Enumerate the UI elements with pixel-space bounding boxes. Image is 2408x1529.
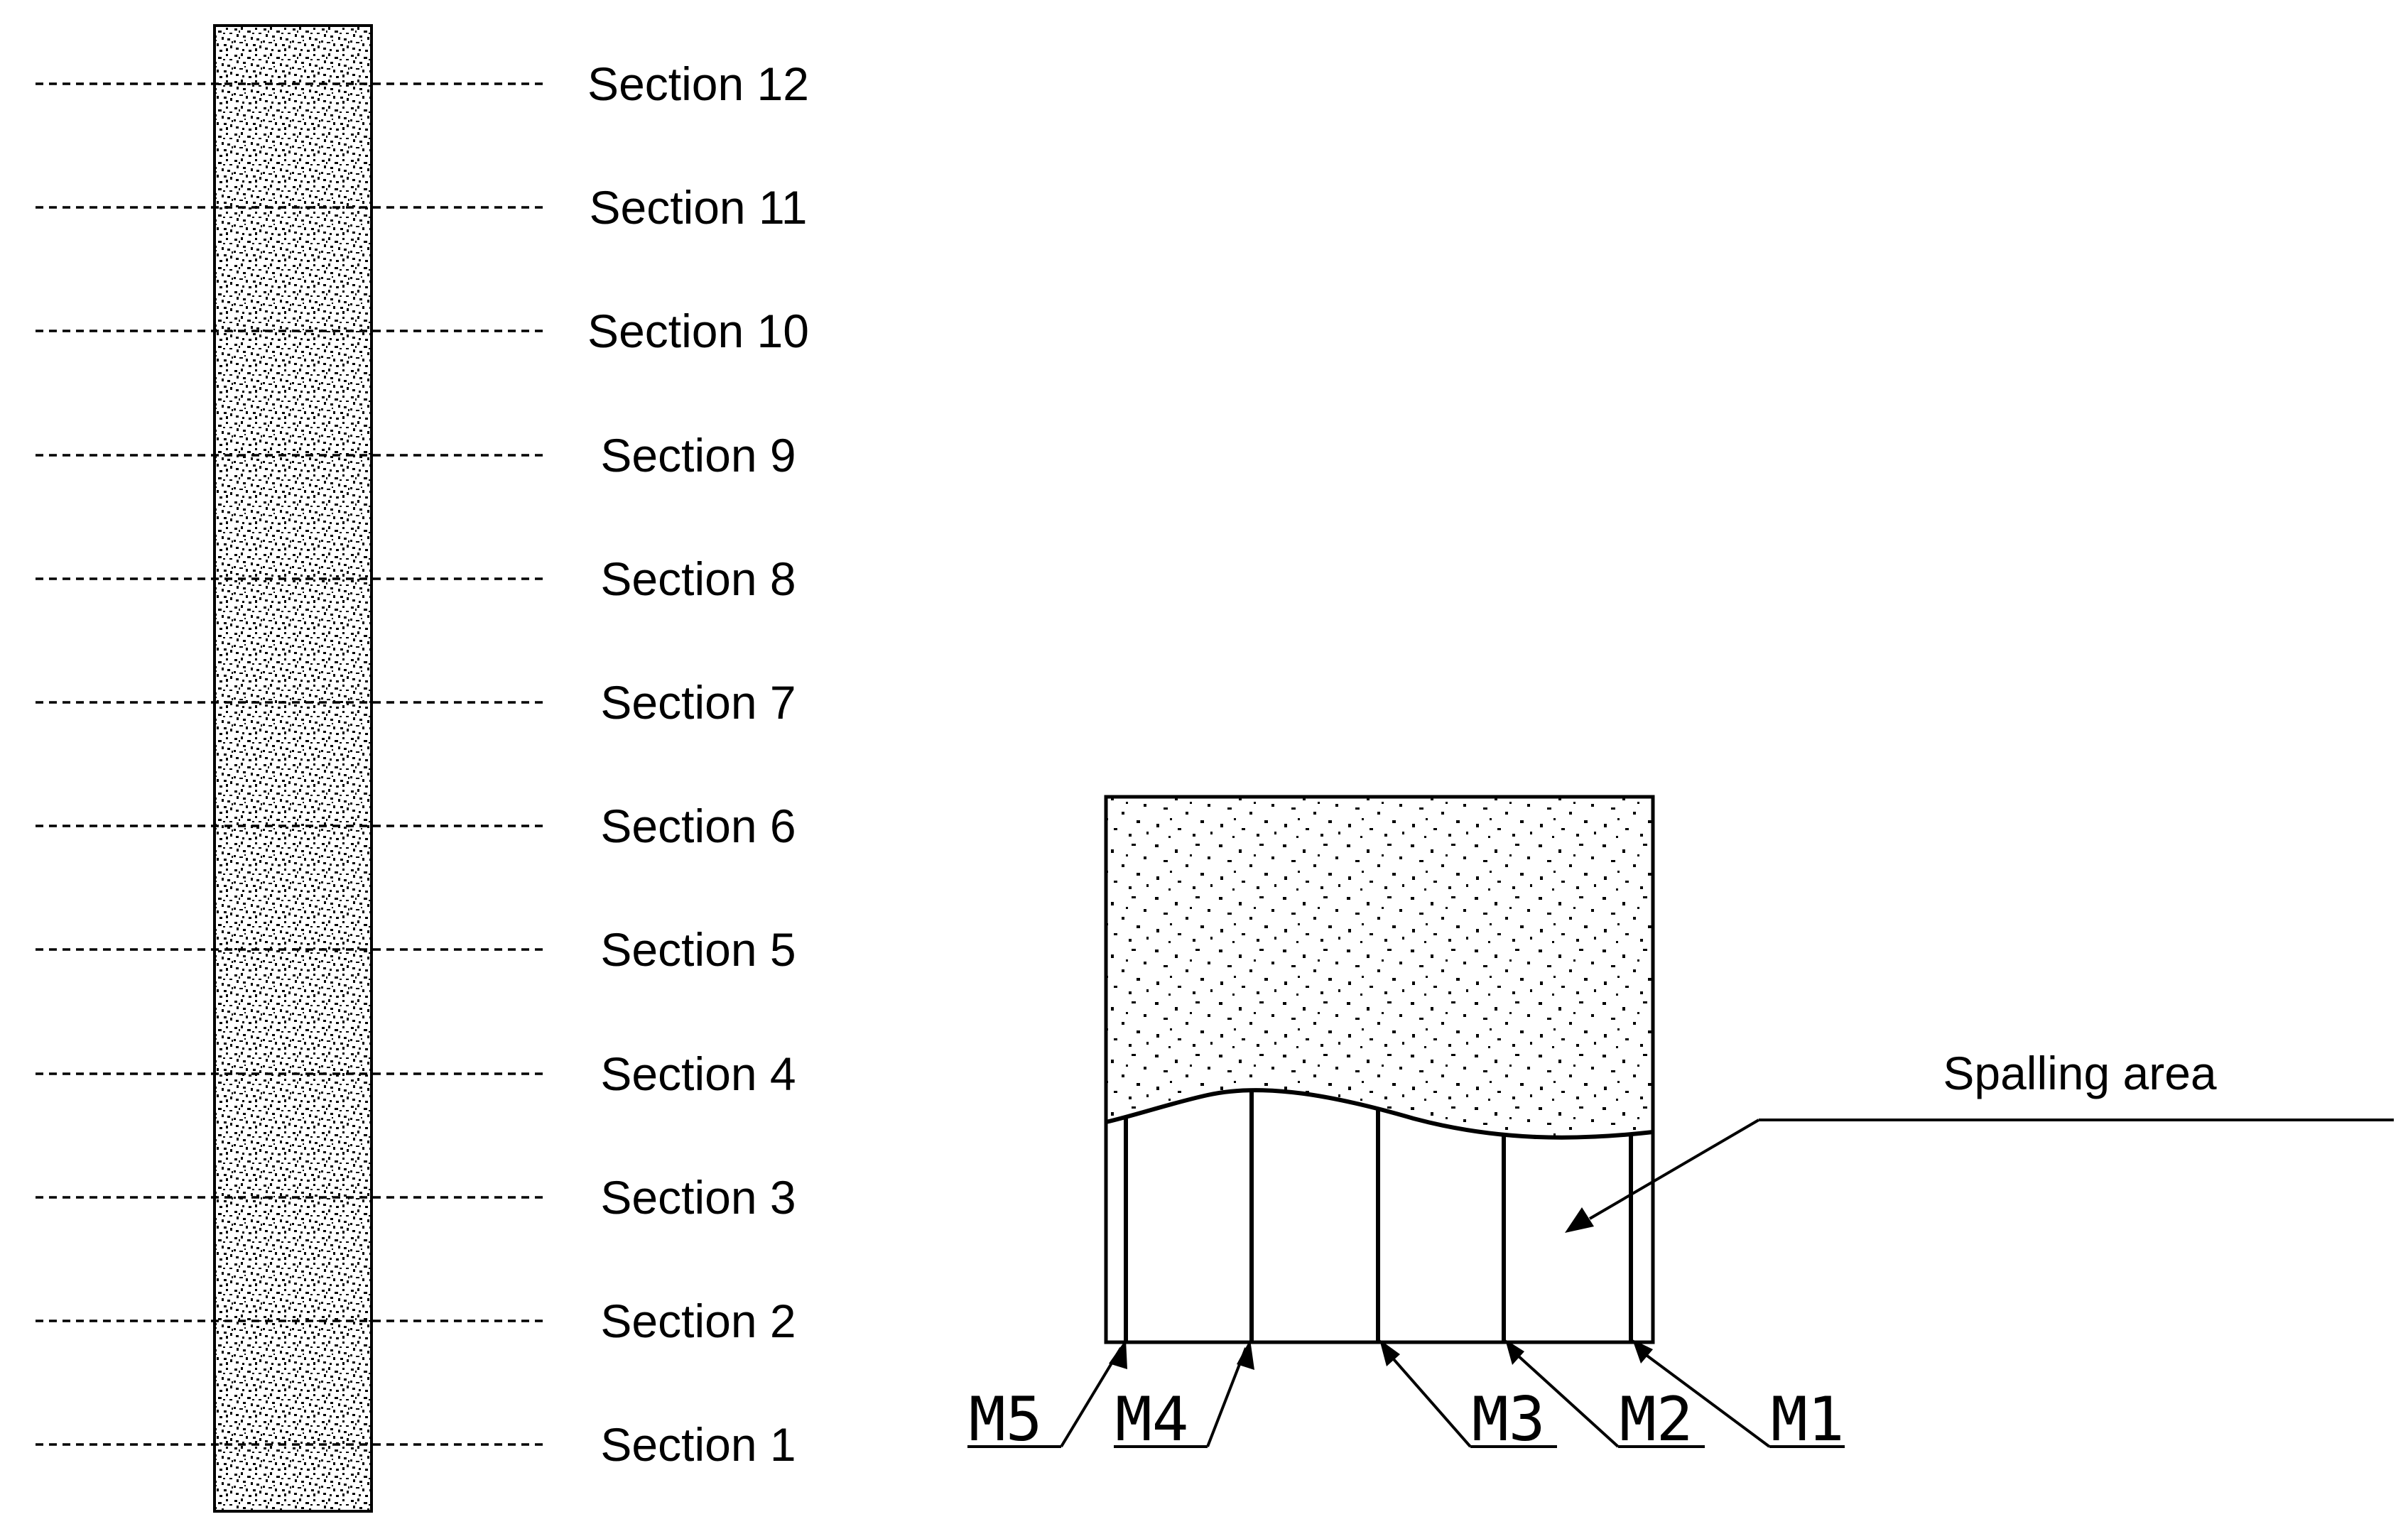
arrowhead-m5 [1109, 1339, 1127, 1369]
callout-arrowhead [1565, 1207, 1594, 1233]
column-elevation: Section 12 Section 11 Section 10 Section 9 S… [36, 24, 809, 1513]
leader-m2 [1508, 1346, 1620, 1448]
measurement-leaders [967, 1346, 1845, 1448]
label-m5: M5 [969, 1384, 1043, 1455]
leader-m3 [1382, 1346, 1472, 1448]
arrowhead-m4 [1237, 1339, 1254, 1370]
measurement-lines [1124, 1090, 1633, 1342]
spalling-area-label: Spalling area [1943, 1047, 2217, 1099]
arrowhead-m1 [1632, 1339, 1653, 1364]
section-9-label: Section 9 [600, 429, 796, 481]
section-6-label: Section 6 [600, 800, 796, 852]
leader-m5 [1060, 1346, 1122, 1448]
column-body [213, 24, 373, 1513]
section-8-label: Section 8 [600, 553, 796, 605]
section-5-label: Section 5 [600, 923, 796, 976]
spalling-callout: Spalling area [1565, 1047, 2394, 1233]
section-10-label: Section 10 [587, 305, 809, 357]
section-lines: Section 12 Section 11 Section 10 Section 9 S… [36, 58, 809, 1471]
section-4-label: Section 4 [600, 1048, 796, 1100]
callout-leader [1588, 1119, 1760, 1220]
section-2-label: Section 2 [600, 1295, 796, 1347]
label-m1: M1 [1771, 1384, 1845, 1455]
section-1-label: Section 1 [600, 1418, 796, 1471]
intact-concrete-region [1106, 797, 1653, 1138]
section-12-label: Section 12 [587, 58, 809, 110]
measurement-arrowheads [1109, 1339, 1653, 1370]
arrowhead-m2 [1505, 1339, 1524, 1365]
label-m3: M3 [1472, 1384, 1546, 1455]
spalling-boundary-curve [1105, 1088, 1654, 1140]
section-3-label: Section 3 [600, 1171, 796, 1224]
section-11-label: Section 11 [590, 181, 808, 234]
label-m4: M4 [1115, 1384, 1189, 1455]
label-m2: M2 [1620, 1384, 1693, 1455]
leader-m1 [1635, 1346, 1771, 1448]
cross-section: M5 M4 M3 M2 M1 Spalling area [967, 795, 2394, 1455]
section-7-label: Section 7 [600, 676, 796, 729]
arrowhead-m3 [1379, 1339, 1400, 1366]
